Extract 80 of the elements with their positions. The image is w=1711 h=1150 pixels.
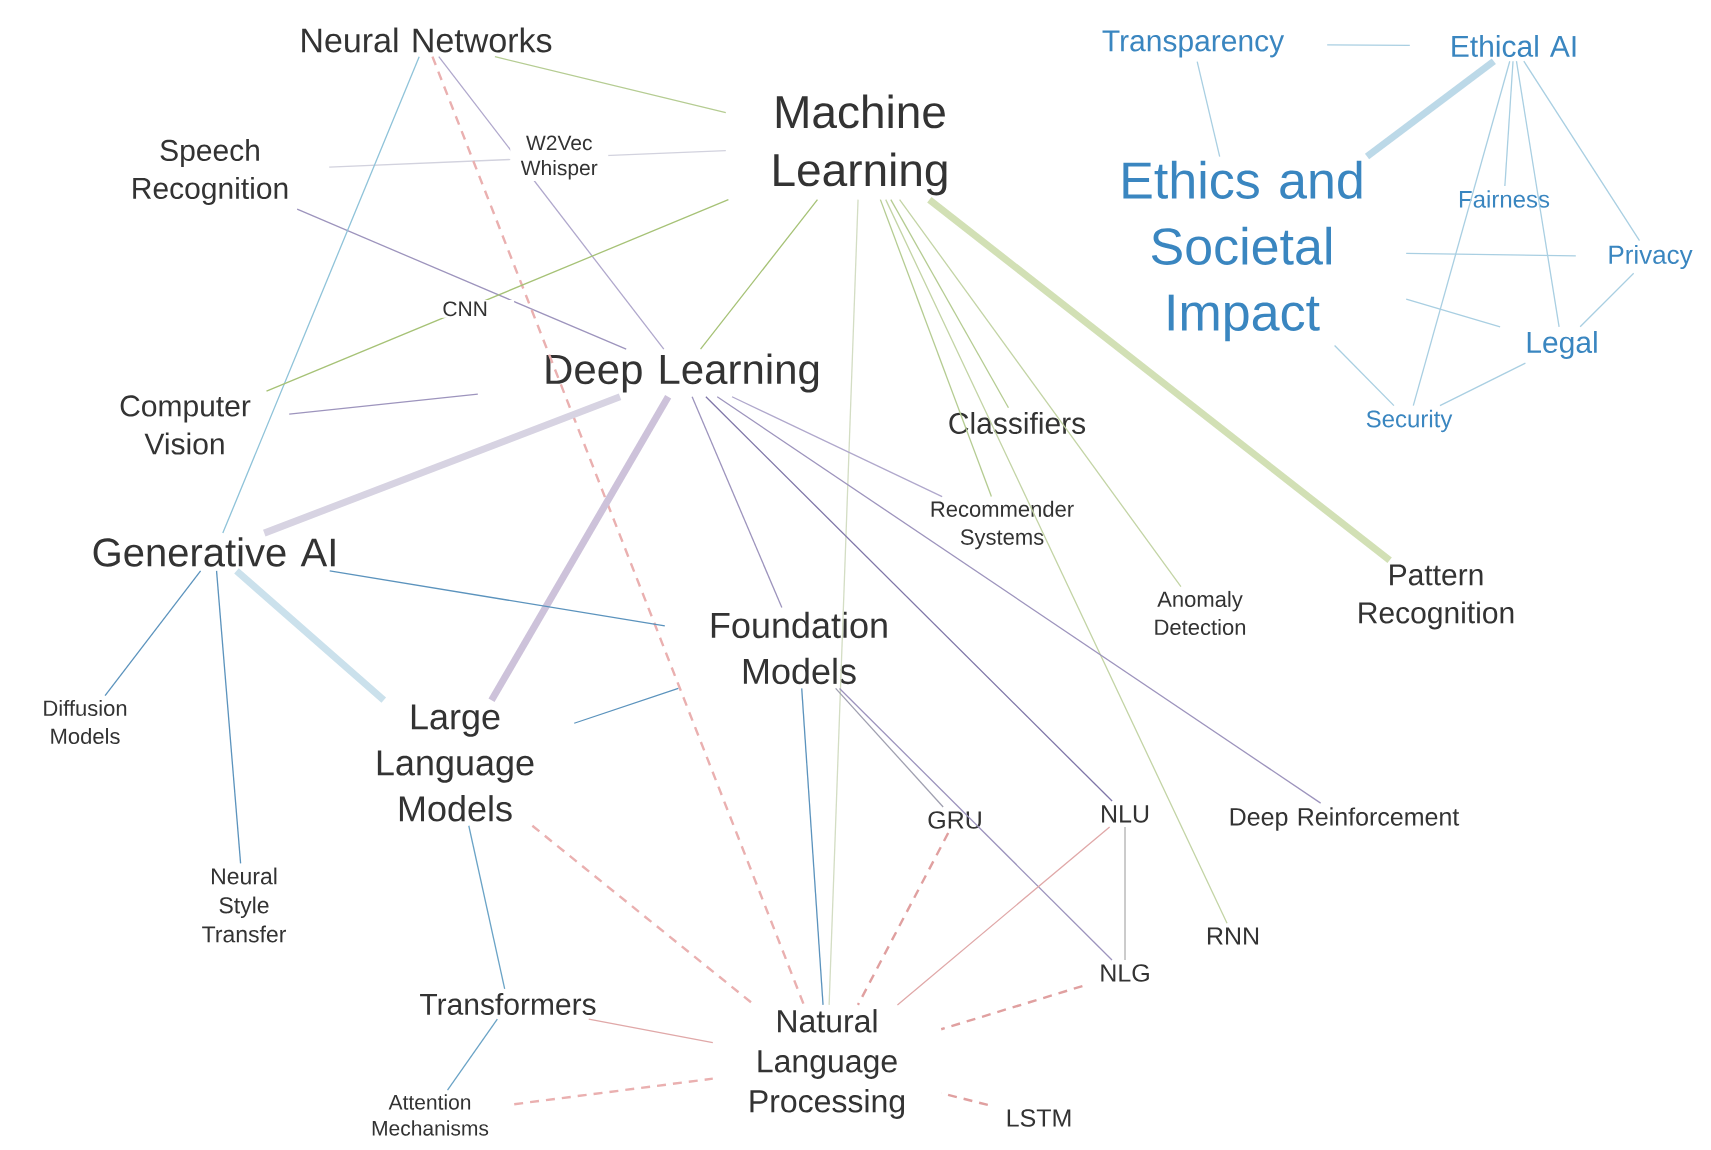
connector-line — [691, 396, 783, 609]
concept-label: RNN — [1208, 927, 1259, 945]
connector-line — [531, 824, 755, 1006]
concept-label: Ethical AI — [1452, 35, 1576, 57]
connector-line — [828, 199, 859, 1006]
connector-line — [215, 570, 242, 864]
connector-line — [1124, 826, 1126, 961]
connector-line — [940, 984, 1083, 1031]
connector-line — [801, 687, 824, 1006]
concept-label: NLU — [1102, 805, 1149, 823]
connector-line — [705, 396, 1113, 802]
edge-label: W2Vec Whisper — [520, 135, 598, 180]
connector-line — [1439, 362, 1527, 407]
concept-label: Fairness — [1459, 190, 1550, 208]
concept-label: NLG — [1101, 964, 1149, 982]
connector-line — [468, 825, 506, 990]
connector-line — [104, 570, 202, 697]
connector-line — [438, 56, 665, 350]
connector-line — [288, 393, 479, 415]
connector-line — [329, 570, 666, 627]
connector-line — [494, 56, 727, 114]
connector-line — [514, 1077, 713, 1106]
connector-line — [234, 568, 387, 703]
connector-line — [573, 687, 679, 724]
concept-label: Privacy — [1609, 244, 1693, 270]
concept-label: Security — [1366, 409, 1453, 433]
connector-line — [731, 396, 943, 498]
connector-line — [885, 199, 1228, 924]
concept-label: Anomaly Detection — [1155, 590, 1246, 636]
edge-label: CNN — [443, 301, 487, 317]
connector-line — [1405, 252, 1577, 257]
concept-label: Recommender Systems — [931, 500, 1074, 550]
concept-label: Transparency — [1102, 30, 1285, 58]
concept-label: Classifiers — [949, 412, 1086, 434]
concept-label: GRU — [928, 811, 981, 829]
concept-label: Speech Recognition — [133, 139, 288, 205]
connector-line — [898, 199, 1182, 588]
connector-line — [838, 687, 1113, 961]
connector-line — [1579, 272, 1635, 328]
connector-line — [890, 199, 1010, 409]
connector-line — [1333, 344, 1395, 407]
concept-label: Attention Mechanisms — [372, 1094, 489, 1136]
concept-label: Neural Networks — [302, 27, 552, 53]
concept-label: Deep Learning — [546, 353, 819, 393]
connector-line — [896, 826, 1111, 1006]
connector-line — [1412, 60, 1511, 407]
connector-line — [1515, 60, 1560, 328]
concept-label: Computer Vision — [120, 395, 251, 455]
connector-line — [1364, 58, 1496, 160]
connector-line — [856, 832, 950, 1006]
concept-label: Generative AI — [93, 537, 335, 567]
connector-line — [879, 199, 993, 498]
connector-line — [265, 199, 730, 392]
connector-line — [222, 56, 420, 534]
concept-label: Ethics and Societal Impact — [1123, 160, 1362, 342]
concept-label: LSTM — [1007, 1109, 1071, 1127]
concept-label: Machine Learning — [774, 94, 947, 196]
connector-line — [835, 687, 944, 808]
connector-line — [1504, 60, 1514, 187]
connector-line — [1523, 60, 1641, 242]
connector-line — [431, 56, 805, 1006]
connector-line — [927, 196, 1392, 564]
concept-label: Large Language Models — [377, 704, 534, 822]
connector-line — [699, 199, 819, 350]
connector-line — [1196, 61, 1221, 158]
concept-label: Foundation Models — [711, 611, 887, 685]
connector-line — [1326, 44, 1411, 46]
connector-line — [446, 1018, 498, 1091]
concept-label: Transformers — [420, 993, 596, 1015]
concept-label: Diffusion Models — [44, 699, 127, 745]
concept-label: Deep Reinforcement — [1230, 807, 1460, 831]
connector-line — [588, 1018, 714, 1044]
concept-label: Pattern Recognition — [1359, 564, 1514, 630]
concept-label: Natural Language Processing — [750, 1009, 905, 1119]
concept-label: Neural Style Transfer — [202, 867, 286, 943]
connector-line — [1405, 298, 1501, 328]
connector-line — [488, 395, 672, 702]
concept-label: Legal — [1527, 331, 1597, 359]
connector-line — [296, 208, 627, 350]
connector-line — [716, 396, 1322, 804]
